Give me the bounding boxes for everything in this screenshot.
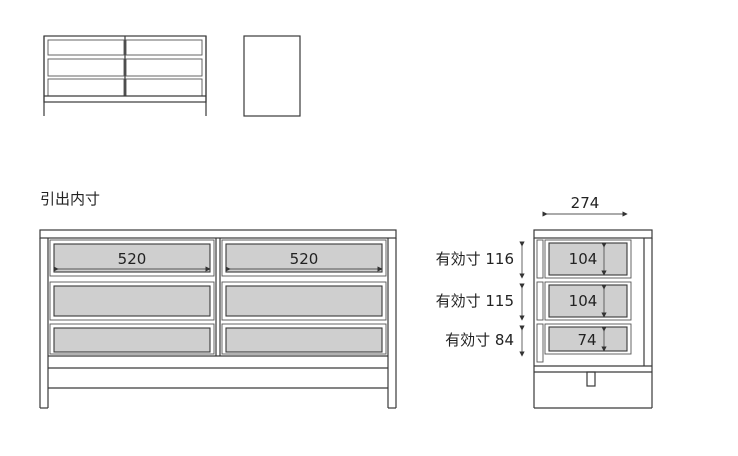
drawer-inner-front-l3 bbox=[53, 327, 211, 353]
inner-height-2: 104 bbox=[569, 292, 598, 310]
drawer-inner-front-r3 bbox=[225, 327, 383, 353]
drawer-inner-front-l2 bbox=[53, 285, 211, 317]
drawer-width-right: 520 bbox=[290, 250, 319, 268]
drawer-width-left: 520 bbox=[118, 250, 147, 268]
inner-height-3: 74 bbox=[577, 331, 596, 349]
drawer-inner-side-2 bbox=[548, 284, 628, 318]
thumbnail-front bbox=[43, 35, 207, 116]
inner-height-1: 104 bbox=[569, 250, 598, 268]
section-title: 引出内寸 bbox=[40, 190, 100, 208]
front-view: 520 520 bbox=[39, 229, 397, 409]
drawer-inner-side-3 bbox=[548, 326, 628, 352]
effective-label-3: 有効寸 84 bbox=[445, 331, 514, 349]
effective-label-2: 有効寸 115 bbox=[436, 292, 514, 310]
effective-label-1: 有効寸 116 bbox=[436, 250, 514, 268]
thumbnail-side bbox=[243, 35, 301, 117]
depth-value: 274 bbox=[571, 194, 600, 212]
drawer-inner-side-1 bbox=[548, 242, 628, 276]
drawer-inner-front-r2 bbox=[225, 285, 383, 317]
side-view: 274 104 104 74 有効寸 116 有効寸 11 bbox=[436, 194, 653, 409]
